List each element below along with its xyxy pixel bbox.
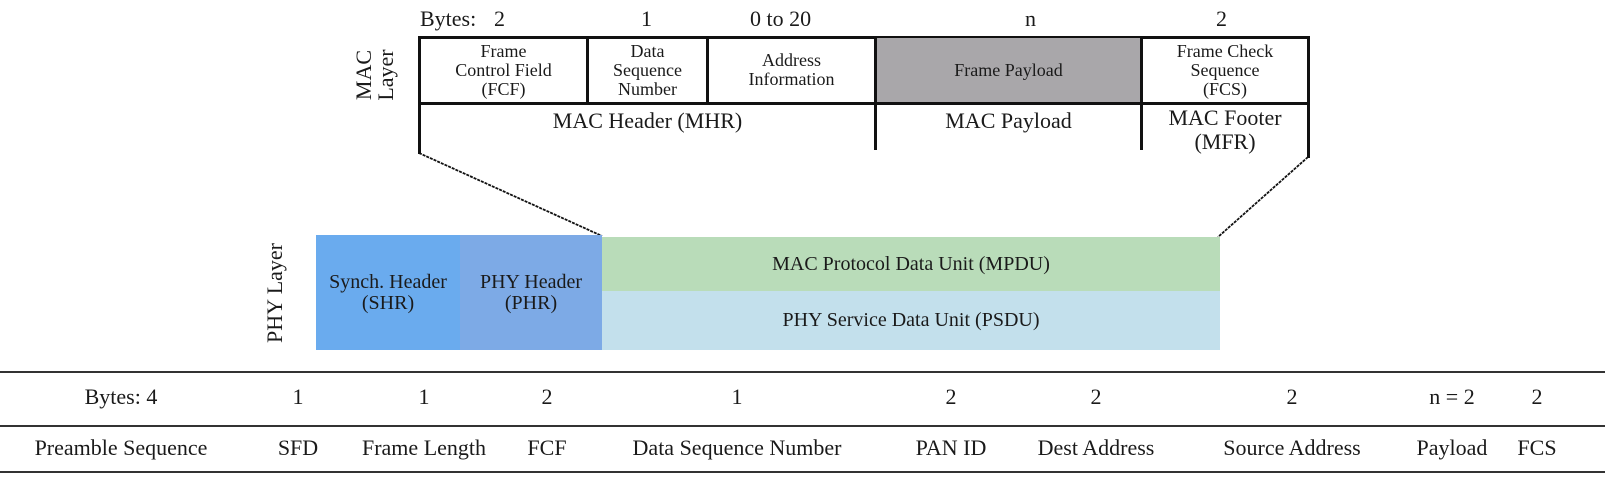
field-cell: FCS xyxy=(1517,435,1557,460)
box-line: PHY Service Data Unit (PSDU) xyxy=(782,309,1040,331)
field-line: Address xyxy=(762,50,821,70)
phy-box-shr: Synch. Header (SHR) xyxy=(316,235,460,350)
bytes-cell: 2 xyxy=(1531,384,1543,409)
mac-bytes-value: n xyxy=(1025,6,1036,31)
field-cell: Dest Address xyxy=(1037,435,1155,460)
table-mid-rule xyxy=(0,425,1605,427)
box-line: (PHR) xyxy=(504,291,558,314)
bytes-cell: n = 2 xyxy=(1429,384,1475,409)
box-line: Synch. Header xyxy=(329,270,447,293)
mac-footer-mfr-label: MAC Footer (MFR) xyxy=(1143,106,1307,154)
box-line: PHY Header xyxy=(479,270,582,293)
mac-group-divider xyxy=(874,104,877,150)
phy-box-psdu: PHY Service Data Unit (PSDU) xyxy=(602,291,1220,350)
group-line: MAC Footer xyxy=(1168,105,1282,130)
box-line: (SHR) xyxy=(361,291,415,314)
field-line: Frame xyxy=(480,40,527,61)
right-expansion-line xyxy=(1217,156,1309,238)
bytes-cell: 1 xyxy=(292,384,304,409)
phy-box-phr: PHY Header (PHR) xyxy=(460,235,602,350)
box-line: MAC Protocol Data Unit (MPDU) xyxy=(772,252,1050,275)
mac-field-fcf: Frame Control Field (FCF) xyxy=(418,38,586,102)
mac-field-data-sequence-number: Data Sequence Number xyxy=(586,38,706,102)
field-cell: PAN ID xyxy=(915,435,987,460)
field-line: Frame Check xyxy=(1176,40,1274,61)
phy-layer-label: PHY Layer xyxy=(262,243,287,343)
field-line: Control Field xyxy=(455,59,552,80)
field-cell: Data Sequence Number xyxy=(632,435,842,460)
field-cell: SFD xyxy=(277,435,319,460)
mac-field-fcs: Frame Check Sequence (FCS) xyxy=(1140,38,1310,102)
mac-field-address-information: Address Information xyxy=(706,38,874,102)
field-line: Number xyxy=(618,78,677,99)
mac-group-divider xyxy=(1307,104,1310,158)
bytes-cell: 1 xyxy=(731,384,743,409)
field-cell: Source Address xyxy=(1223,435,1361,460)
mac-bytes-prefix: Bytes: xyxy=(420,6,477,31)
field-line: Sequence xyxy=(1190,59,1260,80)
mac-group-divider xyxy=(1140,104,1143,150)
field-line: Information xyxy=(748,69,835,89)
bytes-cell: 2 xyxy=(1286,384,1298,409)
field-cell: Preamble Sequence xyxy=(34,435,208,460)
field-cell: FCF xyxy=(527,435,567,460)
bytes-cell: Bytes: 4 xyxy=(84,384,158,409)
mac-header-mhr-label: MAC Header (MHR) xyxy=(421,106,874,136)
mac-payload-label: MAC Payload xyxy=(877,106,1140,136)
bytes-cell: 2 xyxy=(541,384,553,409)
bytes-cell: 2 xyxy=(1090,384,1102,409)
field-line: Data xyxy=(630,40,665,61)
group-line: MAC Payload xyxy=(945,108,1072,133)
table-top-rule xyxy=(0,371,1605,373)
left-expansion-line xyxy=(418,152,603,237)
mac-field-frame-payload: Frame Payload xyxy=(874,38,1140,102)
mac-bytes-value: 1 xyxy=(641,6,652,31)
mac-bytes-value: 0 to 20 xyxy=(750,6,812,31)
field-cell: Payload xyxy=(1416,435,1488,460)
mac-table-mid-border xyxy=(418,102,1310,105)
field-line: Sequence xyxy=(613,59,682,80)
phy-box-mpdu: MAC Protocol Data Unit (MPDU) xyxy=(602,237,1220,291)
mac-bytes-value: 2 xyxy=(494,6,505,31)
field-cell: Frame Length xyxy=(361,435,487,460)
bytes-cell: 2 xyxy=(945,384,957,409)
mac-table-top-border xyxy=(418,36,1310,39)
field-line: (FCF) xyxy=(481,78,526,99)
field-line: Frame Payload xyxy=(954,59,1063,80)
group-line: MAC Header (MHR) xyxy=(552,108,743,133)
bytes-cell: 1 xyxy=(418,384,430,409)
field-line: (FCS) xyxy=(1202,78,1247,99)
mac-bytes-value: 2 xyxy=(1216,6,1227,31)
mac-group-divider xyxy=(418,104,421,154)
table-bottom-rule xyxy=(0,471,1605,473)
group-line: (MFR) xyxy=(1194,129,1256,154)
